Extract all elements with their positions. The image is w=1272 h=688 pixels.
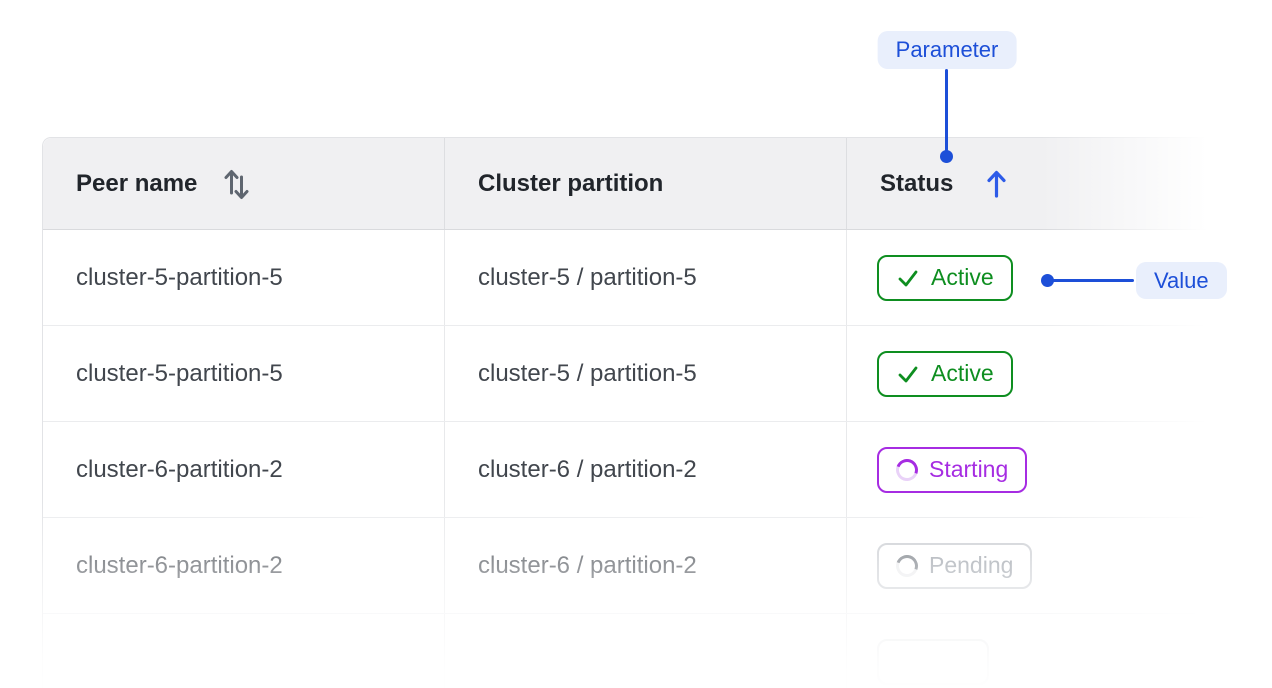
status-badge-active: Active — [877, 254, 1013, 301]
parameter-leader-dot — [940, 150, 953, 163]
cluster-partition-cell: cluster-6 / partition-2 — [445, 518, 847, 613]
status-badge-pending: Pending — [877, 542, 1033, 589]
spinner-icon — [892, 550, 922, 581]
sort-ascending-icon[interactable] — [985, 168, 1008, 199]
status-cell: Starting — [847, 422, 1212, 517]
spinner-icon — [892, 454, 922, 485]
table-row[interactable]: cluster-6-partition-2 cluster-6 / partit… — [43, 518, 1212, 614]
column-header-status[interactable]: Status — [847, 138, 1212, 229]
table-row[interactable]: cluster-5-partition-5 cluster-5 / partit… — [43, 326, 1212, 422]
status-cell: Active — [847, 230, 1212, 325]
status-badge-label: Starting — [929, 456, 1009, 482]
cluster-partition-cell: cluster-5 / partition-5 — [445, 230, 847, 325]
check-icon — [898, 366, 918, 382]
status-badge-cutoff — [877, 639, 989, 685]
peer-name-cell — [43, 614, 445, 688]
value-callout-label: Value — [1154, 267, 1209, 293]
status-badge-starting: Starting — [877, 446, 1028, 493]
status-badge-active: Active — [877, 350, 1013, 397]
peer-name-header-label: Peer name — [76, 169, 198, 197]
table-row[interactable]: cluster-5-partition-5 cluster-5 / partit… — [43, 230, 1212, 326]
cluster-partition-cell: cluster-5 / partition-5 — [445, 326, 847, 421]
parameter-callout-label: Parameter — [895, 37, 999, 62]
table-row[interactable] — [43, 614, 1212, 688]
cluster-partition-cell: cluster-6 / partition-2 — [445, 422, 847, 517]
column-header-peer-name[interactable]: Peer name — [43, 138, 445, 229]
status-badge-label: Active — [931, 360, 994, 386]
peers-table: Peer name Cluster partition Status clust… — [42, 137, 1212, 688]
cluster-partition-cell — [445, 614, 847, 688]
peer-name-cell: cluster-5-partition-5 — [43, 230, 445, 325]
peer-name-cell: cluster-6-partition-2 — [43, 518, 445, 613]
column-header-cluster-partition[interactable]: Cluster partition — [445, 138, 847, 229]
peer-name-cell: cluster-5-partition-5 — [43, 326, 445, 421]
status-cell: Active — [847, 326, 1212, 421]
status-header-label: Status — [880, 169, 954, 197]
sort-both-icon[interactable] — [223, 165, 250, 203]
value-leader-line — [1052, 279, 1134, 282]
parameter-leader-line — [945, 69, 948, 151]
table-header-row: Peer name Cluster partition Status — [43, 138, 1212, 230]
status-cell — [847, 614, 1212, 688]
table-row[interactable]: cluster-6-partition-2 cluster-6 / partit… — [43, 422, 1212, 518]
peer-name-cell: cluster-6-partition-2 — [43, 422, 445, 517]
status-badge-label: Active — [931, 264, 994, 290]
status-badge-label: Pending — [929, 552, 1014, 578]
cluster-partition-header-label: Cluster partition — [478, 169, 664, 197]
check-icon — [898, 270, 918, 286]
status-cell: Pending — [847, 518, 1212, 613]
value-callout-pill: Value — [1136, 262, 1227, 299]
parameter-callout-pill: Parameter — [877, 31, 1017, 69]
